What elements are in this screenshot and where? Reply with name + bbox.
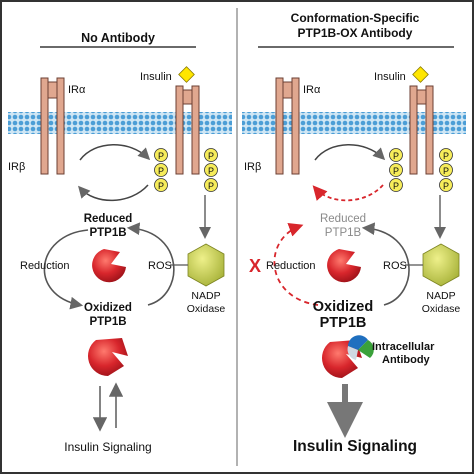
right-phospho-4: P xyxy=(443,151,449,161)
right-insulin-label: Insulin xyxy=(374,71,406,83)
left-cycle-arrow-bottom xyxy=(78,184,149,202)
right-reduction-arrow-dashed xyxy=(273,222,319,306)
left-phospho-3: P xyxy=(158,181,164,191)
left-phospho-2: P xyxy=(158,166,164,176)
left-reduced-label-1: Reduced xyxy=(84,213,133,225)
left-panel: No Antibody IRα IRβ Insulin P xyxy=(8,31,232,454)
left-nadp-oxidase-hexagon-icon xyxy=(187,243,225,287)
intracellular-antibody-icon xyxy=(347,335,374,360)
left-redox-cycle-arrow-left xyxy=(43,229,89,310)
right-nadp-label-2: Oxidase xyxy=(422,303,461,315)
left-insulin-diamond-icon xyxy=(178,66,195,83)
right-ir-beta-label: IRβ xyxy=(244,161,261,173)
right-nadp-oxidase-hexagon-icon xyxy=(422,243,460,287)
left-ros-label: ROS xyxy=(148,260,172,272)
right-phospho-5: P xyxy=(443,166,449,176)
right-ros-label: ROS xyxy=(383,260,407,272)
right-cycle-arrow-top xyxy=(314,144,386,161)
right-receptor-unphosphorylated xyxy=(275,77,300,175)
right-phospho-group: P P P P P P xyxy=(389,148,453,192)
right-nadp-label-1: NADP xyxy=(426,290,455,302)
right-receptor-phosphorylated xyxy=(409,85,434,175)
left-ir-beta-label: IRβ xyxy=(8,161,25,173)
left-redox-cycle-arrow-right xyxy=(126,222,175,306)
left-phospho-group: P P P P P P xyxy=(154,148,218,192)
left-insulin-label: Insulin xyxy=(140,71,172,83)
right-redox-cycle-arrow-right xyxy=(361,222,410,306)
left-insulin-signaling-label: Insulin Signaling xyxy=(64,440,151,454)
right-oxidized-label-1: Oxidized xyxy=(313,299,373,315)
left-reduction-label: Reduction xyxy=(20,260,70,272)
left-cycle-arrow-top xyxy=(79,144,151,161)
right-phospho-3: P xyxy=(393,181,399,191)
right-reduced-label-1: Reduced xyxy=(320,213,366,225)
right-title-2: PTP1B-OX Antibody xyxy=(298,26,413,40)
left-phospho-5: P xyxy=(208,166,214,176)
left-title: No Antibody xyxy=(81,31,155,45)
right-phospho-1: P xyxy=(393,151,399,161)
left-nadp-label-1: NADP xyxy=(191,290,220,302)
left-phospho-1: P xyxy=(158,151,164,161)
right-reduced-ptp1b-icon xyxy=(327,249,361,283)
left-phospho-4: P xyxy=(208,151,214,161)
right-antibody-label-2: Antibody xyxy=(382,354,431,366)
right-reduction-label: Reduction xyxy=(266,260,316,272)
right-block-x-mark: X xyxy=(249,256,261,276)
right-title-1: Conformation-Specific xyxy=(291,11,420,25)
left-nadp-label-2: Oxidase xyxy=(187,303,226,315)
right-antibody-label-1: Intracellular xyxy=(372,341,435,353)
right-cycle-arrow-bottom-dashed xyxy=(312,184,384,202)
left-receptor-unphosphorylated xyxy=(40,77,65,175)
left-oxidized-ptp1b-icon xyxy=(87,338,128,376)
left-ir-alpha-label: IRα xyxy=(68,84,86,96)
left-reduced-label-2: PTP1B xyxy=(89,227,126,239)
left-receptor-phosphorylated xyxy=(175,85,200,175)
right-ir-alpha-label: IRα xyxy=(303,84,321,96)
right-phospho-2: P xyxy=(393,166,399,176)
right-phospho-6: P xyxy=(443,181,449,191)
left-oxidized-label-1: Oxidized xyxy=(84,302,132,314)
left-phospho-6: P xyxy=(208,181,214,191)
right-panel: Conformation-Specific PTP1B-OX Antibody … xyxy=(242,11,466,455)
right-reduced-label-2: PTP1B xyxy=(325,227,362,239)
right-insulin-diamond-icon xyxy=(412,66,429,83)
right-insulin-signaling-label: Insulin Signaling xyxy=(293,438,417,455)
left-reduced-ptp1b-icon xyxy=(92,249,126,283)
left-oxidized-label-2: PTP1B xyxy=(89,316,126,328)
right-oxidized-label-2: PTP1B xyxy=(320,315,367,331)
